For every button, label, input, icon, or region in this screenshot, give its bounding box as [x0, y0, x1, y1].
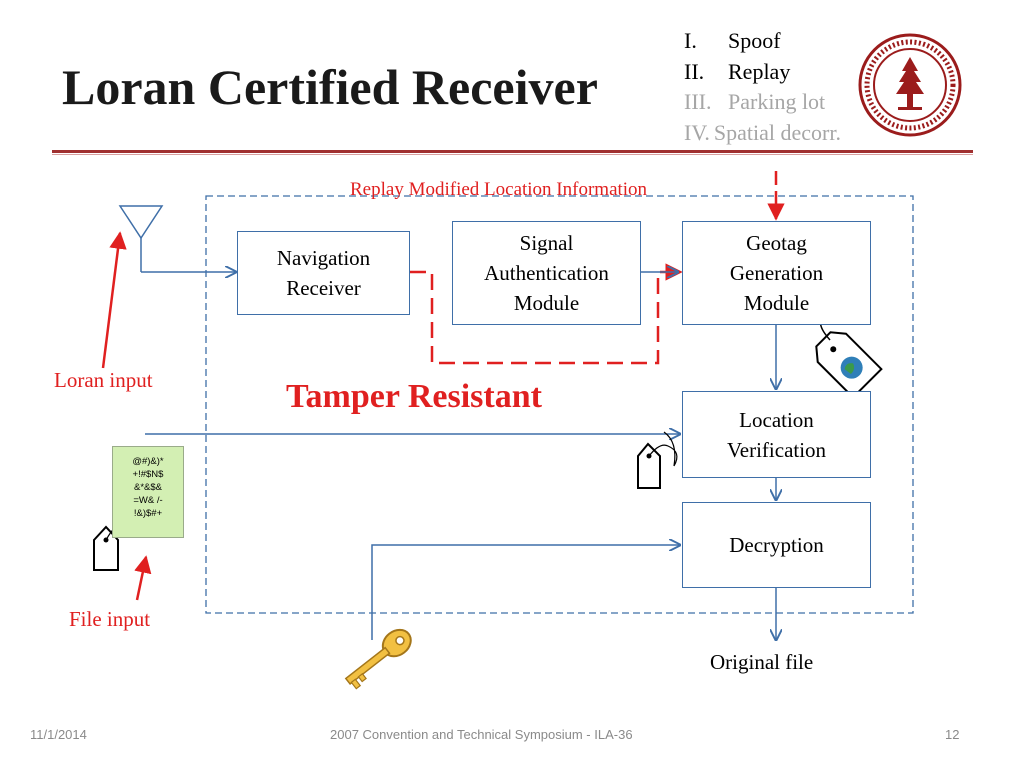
note-line: @#)&)*	[132, 456, 164, 467]
note-line: +!#$N$	[132, 469, 164, 480]
signal-authentication-box: Signal Authentication Module	[452, 221, 641, 325]
key-icon	[344, 628, 412, 690]
geotag-generation-label: Geotag Generation Module	[729, 231, 824, 315]
footer-page-number: 12	[945, 727, 960, 742]
note-line: &*&$&	[134, 482, 162, 493]
globe-tag-icon	[815, 331, 883, 399]
tamper-resistant-boundary	[205, 195, 914, 614]
agenda-number: II.	[684, 58, 705, 84]
title-divider	[52, 150, 973, 153]
geotag-generation-box: Geotag Generation Module	[682, 221, 871, 325]
loran-input-pointer	[101, 231, 127, 369]
note-line: =W& /-	[133, 495, 163, 506]
navigation-receiver-box: Navigation Receiver	[237, 231, 410, 315]
file-input-pointer	[134, 555, 152, 601]
location-verification-box: Location Verification	[682, 391, 871, 478]
original-file-label: Original file	[710, 650, 814, 674]
agenda-item-parking-lot: III. Parking lot	[684, 87, 841, 118]
agenda-number: IV.	[684, 119, 710, 145]
agenda-list: I. Spoof II. Replay III. Parking lot IV.Spa…	[684, 26, 841, 148]
decryption-box: Decryption	[682, 502, 871, 588]
university-seal-logo	[858, 33, 962, 137]
slide-title: Loran Certified Receiver	[62, 59, 598, 115]
signal-authentication-label: Signal Authentication Module	[484, 231, 609, 315]
note-line: !&)$#+	[133, 508, 163, 519]
replay-label: Replay Modified Location Information	[350, 179, 648, 200]
agenda-item-spatial-decorr: IV.Spatial decorr.	[684, 118, 841, 149]
footer-date: 11/1/2014	[30, 727, 87, 742]
footer-event: 2007 Convention and Technical Symposium …	[330, 727, 633, 742]
encrypted-file-note: @#)&)* +!#$N$ &*&$& =W& /- !&)$#+	[112, 446, 184, 538]
agenda-label: Spatial decorr.	[713, 119, 841, 145]
loran-input-label: Loran input	[54, 368, 153, 392]
decryption-label: Decryption	[729, 533, 824, 557]
antenna-icon	[118, 205, 164, 272]
agenda-item-replay: II. Replay	[684, 57, 841, 88]
agenda-label: Spoof	[728, 28, 781, 53]
file-input-label: File input	[69, 607, 151, 631]
location-verification-label: Location Verification	[726, 407, 827, 462]
agenda-number: III.	[684, 89, 712, 114]
key-to-decryption-arrow	[371, 545, 680, 640]
agenda-number: I.	[684, 28, 697, 53]
tamper-resistant-label: Tamper Resistant	[286, 378, 542, 415]
tag-icon	[637, 431, 678, 489]
agenda-item-spoof: I. Spoof	[684, 26, 841, 57]
agenda-label: Replay	[728, 58, 791, 84]
title-divider-thin	[52, 154, 973, 155]
navigation-receiver-label: Navigation Receiver	[276, 246, 371, 300]
agenda-label: Parking lot	[728, 89, 826, 114]
